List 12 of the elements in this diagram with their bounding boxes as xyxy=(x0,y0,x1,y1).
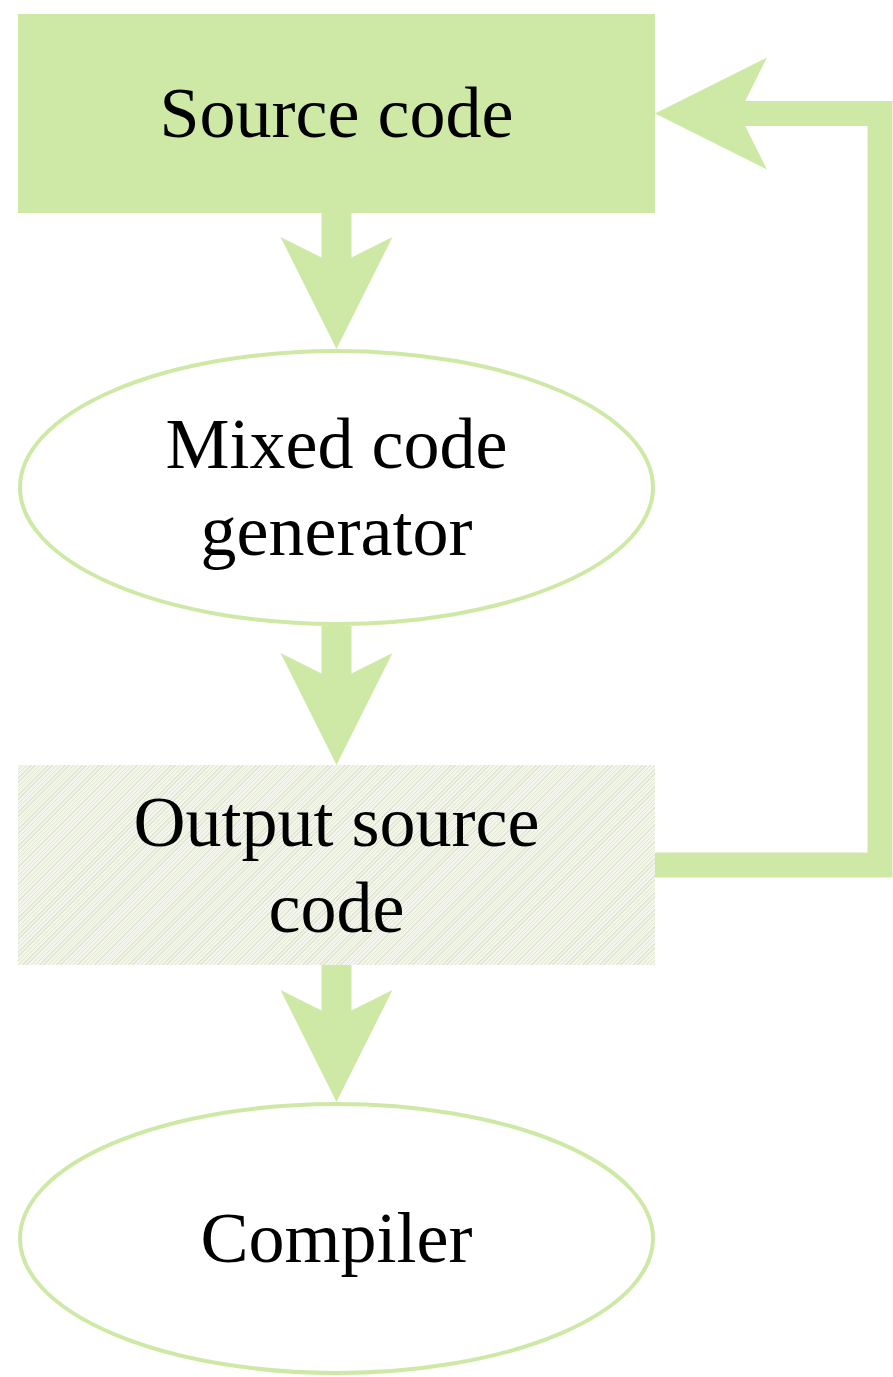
process-ellipse xyxy=(18,1102,655,1375)
node-label: Source code xyxy=(158,72,515,156)
process-ellipse xyxy=(18,349,655,626)
arrow xyxy=(280,626,393,765)
node-label: Mixed code generator xyxy=(164,403,509,573)
hatched-box xyxy=(18,765,655,965)
node-label: Compiler xyxy=(199,1197,474,1281)
node-label: Output source code xyxy=(132,780,541,950)
process-box xyxy=(18,14,655,213)
arrow xyxy=(280,965,393,1102)
arrow xyxy=(280,213,393,349)
arrow xyxy=(655,57,893,878)
